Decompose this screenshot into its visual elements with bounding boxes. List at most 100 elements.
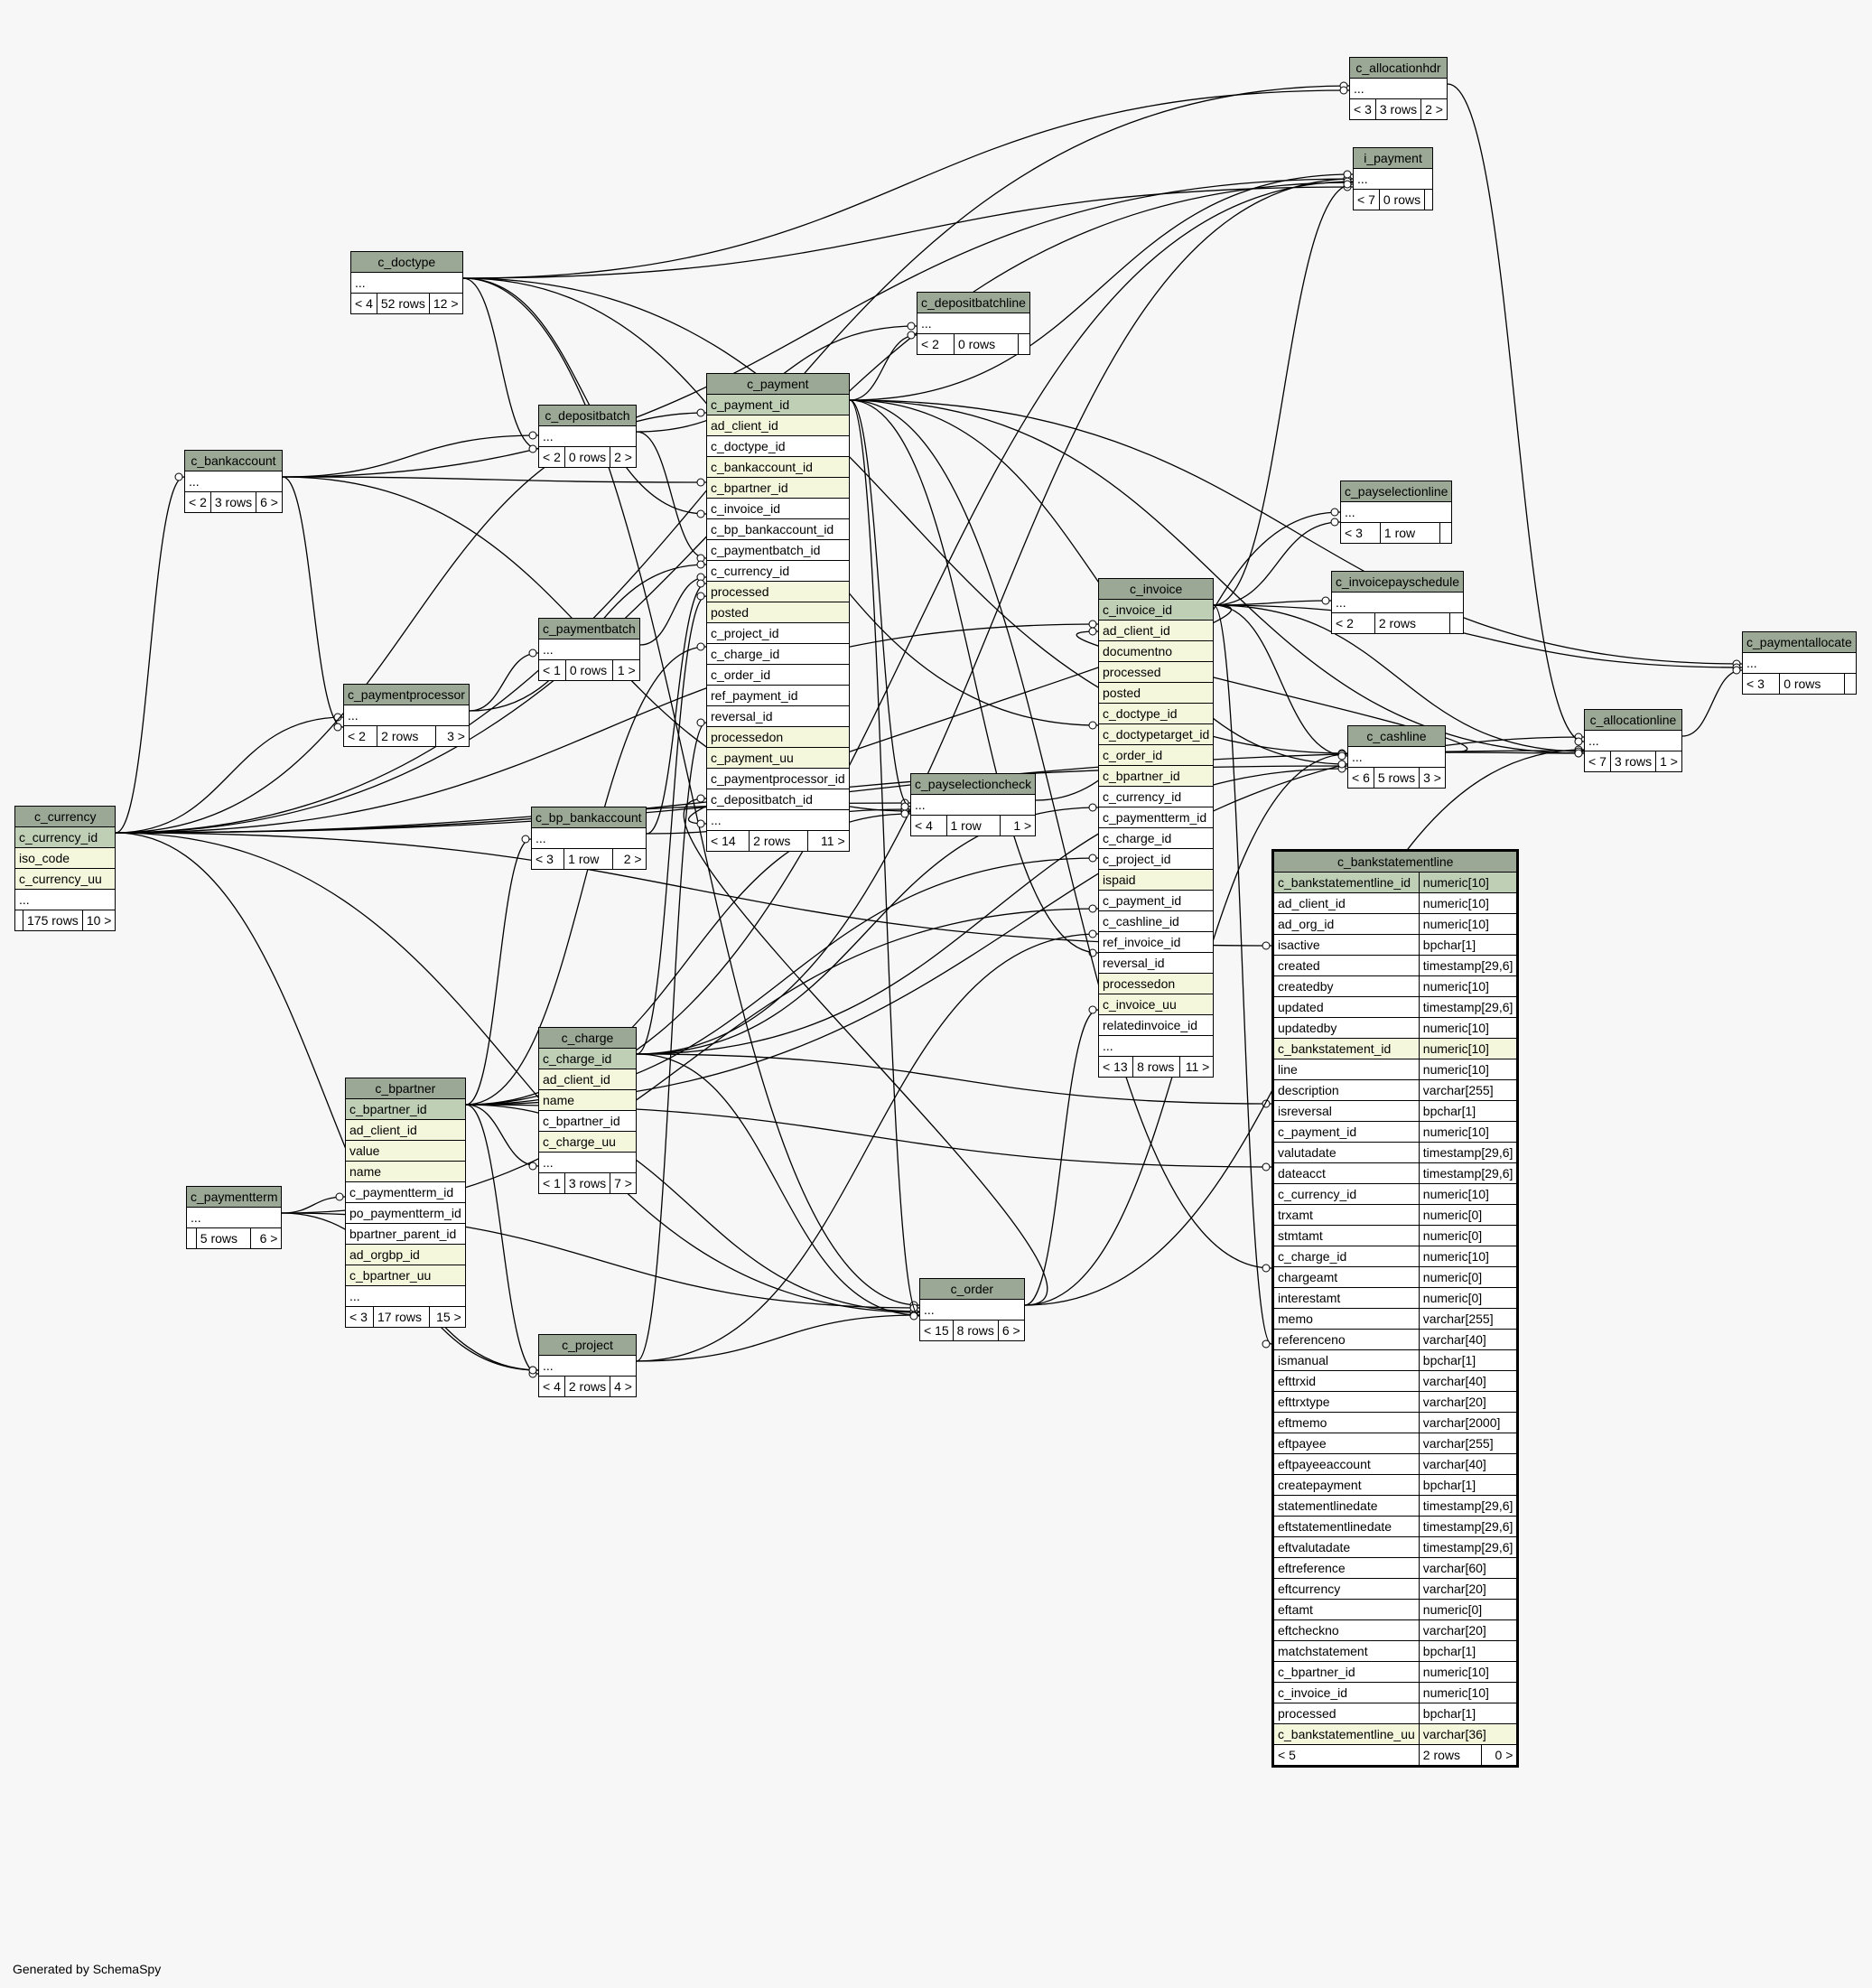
table-title: c_bp_bankaccount xyxy=(531,807,647,828)
row-count: 5 rows xyxy=(195,1227,251,1249)
relationship-c-currency-to-c-allocationline xyxy=(115,750,1585,834)
column-name: c_currency_id xyxy=(1272,1183,1420,1205)
column-name: ad_client_id xyxy=(538,1069,637,1090)
column-row: ... xyxy=(1331,592,1464,613)
parents-count: < 2 xyxy=(342,725,378,747)
column-row: bpartner_parent_id xyxy=(345,1223,466,1245)
children-count: 3 > xyxy=(434,725,470,747)
column-name: ... xyxy=(706,809,850,831)
column-name: c_bpartner_id xyxy=(1097,765,1215,787)
relationship-c-paymentbatch-to-c-payment xyxy=(639,576,707,646)
children-count: 0 > xyxy=(1480,1744,1519,1767)
column-name: ref_invoice_id xyxy=(1097,931,1215,953)
relationship-c-allocationhdr-to-c-allocationline xyxy=(1447,83,1585,742)
column-name: referenceno xyxy=(1272,1329,1420,1350)
relationship-c-paymentprocessor-to-c-paymentbatch xyxy=(469,652,539,712)
column-row: ... xyxy=(1742,652,1857,674)
column-row: c_charge_uu xyxy=(538,1131,637,1153)
column-row: name xyxy=(345,1161,466,1182)
parents-count: < 13 xyxy=(1097,1056,1134,1078)
column-type: timestamp[29,6] xyxy=(1418,1536,1519,1558)
table-title: c_paymentallocate xyxy=(1742,631,1857,653)
column-type: timestamp[29,6] xyxy=(1418,1162,1519,1184)
table-header: c_currency xyxy=(14,806,116,827)
crowfoot-marker xyxy=(1321,596,1330,605)
column-type: numeric[0] xyxy=(1418,1287,1519,1309)
column-row: ... xyxy=(1349,78,1448,99)
table-title: c_bankstatementline xyxy=(1271,850,1519,873)
column-row: c_invoice_uu xyxy=(1097,994,1215,1015)
column-row: c_doctype_id xyxy=(706,435,850,457)
crowfoot-marker xyxy=(696,592,705,601)
children-count xyxy=(1424,189,1434,210)
children-count: 10 > xyxy=(81,910,116,931)
table-header: c_payselectioncheck xyxy=(909,773,1037,795)
crowfoot-marker xyxy=(907,331,916,340)
column-name: isreversal xyxy=(1272,1100,1420,1122)
relationship-c-bankaccount-to-i-payment xyxy=(282,178,1354,478)
relationship-c-currency-to-c-paymentprocessor xyxy=(115,716,344,834)
children-count: 4 > xyxy=(610,1376,637,1397)
column-name: bpartner_parent_id xyxy=(345,1223,466,1245)
column-row: c_charge_id xyxy=(538,1048,637,1069)
column-name: posted xyxy=(706,602,850,623)
row-count: 3 rows xyxy=(210,491,257,513)
column-row: ad_client_id xyxy=(706,415,850,436)
column-name: ... xyxy=(1339,501,1453,523)
column-type: numeric[10] xyxy=(1418,1682,1519,1703)
row-count: 5 rows xyxy=(1373,767,1420,789)
crowfoot-marker xyxy=(696,408,705,417)
relationship-c-cashline-to-c-allocationline xyxy=(1445,751,1585,754)
column-name: stmtamt xyxy=(1272,1225,1420,1246)
crowfoot-marker xyxy=(528,1162,537,1171)
column-name: ... xyxy=(909,794,1037,816)
column-name: iso_code xyxy=(14,847,116,869)
table-header: c_depositbatchline xyxy=(917,292,1030,313)
parents-count: < 2 xyxy=(1331,612,1375,634)
crowfoot-marker xyxy=(1339,86,1348,95)
column-row: c_paymentterm_id xyxy=(345,1181,466,1203)
table-header: c_allocationline xyxy=(1584,709,1682,731)
relationship-c-bpartner-to-c-payment xyxy=(465,646,707,1106)
column-name: c_order_id xyxy=(706,664,850,686)
column-name: ... xyxy=(1349,78,1448,99)
